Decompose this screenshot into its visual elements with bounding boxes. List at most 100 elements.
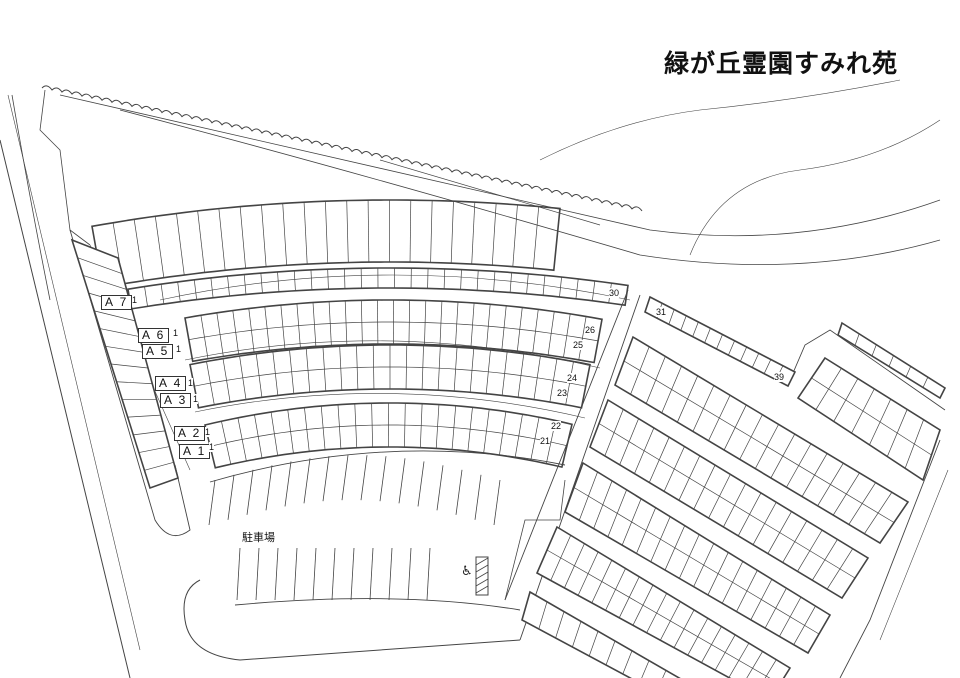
plot-cell-divider (210, 277, 214, 298)
plot-cell-divider (255, 353, 263, 398)
block-label-a4[interactable]: A 4 (155, 376, 187, 391)
plot-row-divider (598, 423, 856, 579)
plot-number: 1 (132, 295, 138, 305)
plot-cell-divider (854, 333, 860, 346)
block-label-a1[interactable]: A 1 (179, 444, 211, 459)
plot-cell-divider (565, 361, 574, 405)
plot-cell-divider (296, 303, 301, 348)
river-line (59, 94, 941, 237)
parking-stall-line (417, 461, 425, 507)
plot-cell-divider (501, 305, 507, 350)
plot-cell-divider (467, 407, 473, 452)
plot-cell-divider (641, 660, 650, 678)
road-edge (234, 598, 521, 611)
left-strip-lots-outline (70, 238, 179, 490)
block-label-a2[interactable]: A 2 (174, 426, 206, 441)
aisle-line (209, 450, 566, 483)
plot-cell-divider (704, 328, 711, 343)
plot-cell-divider (304, 407, 310, 452)
plot-cell-divider (261, 204, 267, 267)
aisle-line (194, 393, 586, 419)
plot-cell-divider (176, 213, 185, 276)
plot-cell-divider (277, 271, 280, 292)
upper-lots-outline (91, 199, 561, 289)
parking-stall-line (284, 461, 292, 507)
plot-row-divider (99, 328, 140, 337)
plot-cell-divider (559, 277, 562, 297)
plot-cell-divider (469, 348, 475, 393)
plot-cell-divider (272, 351, 279, 396)
block-a7-outline (127, 267, 629, 310)
plot-cell-divider (254, 414, 263, 459)
plot-cell-divider (491, 203, 497, 266)
plot-cell-divider (922, 377, 929, 388)
road-edge (789, 329, 946, 411)
plot-cell-divider (455, 301, 459, 346)
plot-row-divider (77, 257, 123, 275)
block-a4-a3-outline (189, 344, 591, 409)
road-edge (183, 579, 521, 661)
parking-stall-line (493, 479, 501, 526)
parking-stall-line (312, 547, 317, 601)
block-label-a7[interactable]: A 7 (101, 295, 133, 310)
plot-cell-divider (680, 315, 687, 331)
plot-cell-divider (485, 349, 491, 394)
plot-cell-divider (405, 345, 408, 390)
plot-cell-divider (325, 201, 329, 264)
plot-row-divider (546, 549, 771, 678)
plot-number: 31 (656, 307, 667, 317)
block-label-a6[interactable]: A 6 (138, 328, 170, 343)
plot-cell-divider (453, 347, 458, 392)
parking-stall-line (388, 547, 393, 601)
plot-row-divider (127, 414, 161, 418)
road-edge (504, 479, 566, 601)
contour-line (539, 79, 901, 161)
plot-cell-divider (547, 311, 555, 356)
hatch-line (475, 564, 489, 573)
plot-cell-divider (216, 312, 224, 357)
plot-cell-divider (197, 210, 206, 273)
plot-cell-divider (218, 208, 226, 271)
plot-row-divider (116, 381, 153, 385)
road-edge (0, 139, 131, 678)
plot-cell-divider (516, 307, 523, 352)
plot-cell-divider (237, 417, 247, 462)
parking-stall-line (293, 547, 298, 601)
parking-stall-line (255, 547, 260, 601)
plot-number: 39 (774, 372, 785, 382)
plot-cell-divider (662, 670, 667, 678)
block-label-a5[interactable]: A 5 (142, 344, 174, 359)
plot-cell-divider (532, 206, 540, 269)
path-line (379, 159, 601, 226)
plot-cell-divider (303, 202, 308, 265)
plot-cell-divider (555, 611, 565, 639)
plot-cell-divider (512, 204, 518, 267)
plot-number: 1 (193, 394, 199, 404)
plot-cell-divider (526, 273, 529, 294)
plot-cell-divider (450, 201, 454, 264)
parking-stall-line (369, 547, 374, 601)
plot-cell-divider (264, 306, 270, 351)
plot-cell-divider (409, 200, 412, 263)
plot-cell-divider (289, 349, 295, 394)
plot-row-divider (105, 345, 144, 353)
plot-number: 26 (585, 325, 596, 335)
plot-row-divider (138, 446, 170, 453)
plot-cell-divider (533, 355, 541, 400)
plot-cell-divider (588, 631, 599, 657)
plot-cell-divider (221, 421, 232, 465)
block-label-a3[interactable]: A 3 (160, 393, 192, 408)
plot-cell-divider (293, 270, 296, 291)
plot-cell-divider (501, 351, 508, 396)
road-edge (879, 469, 949, 641)
parking-stall-line (398, 458, 406, 504)
plot-cell-divider (538, 601, 548, 630)
plot-cell-divider (763, 359, 772, 374)
block-f-outline (521, 590, 681, 678)
parking-stall-line (227, 474, 235, 520)
plot-cell-divider (668, 309, 675, 325)
plot-number: 22 (551, 421, 562, 431)
plot-number: 1 (205, 427, 211, 437)
plot-cell-divider (320, 405, 326, 450)
